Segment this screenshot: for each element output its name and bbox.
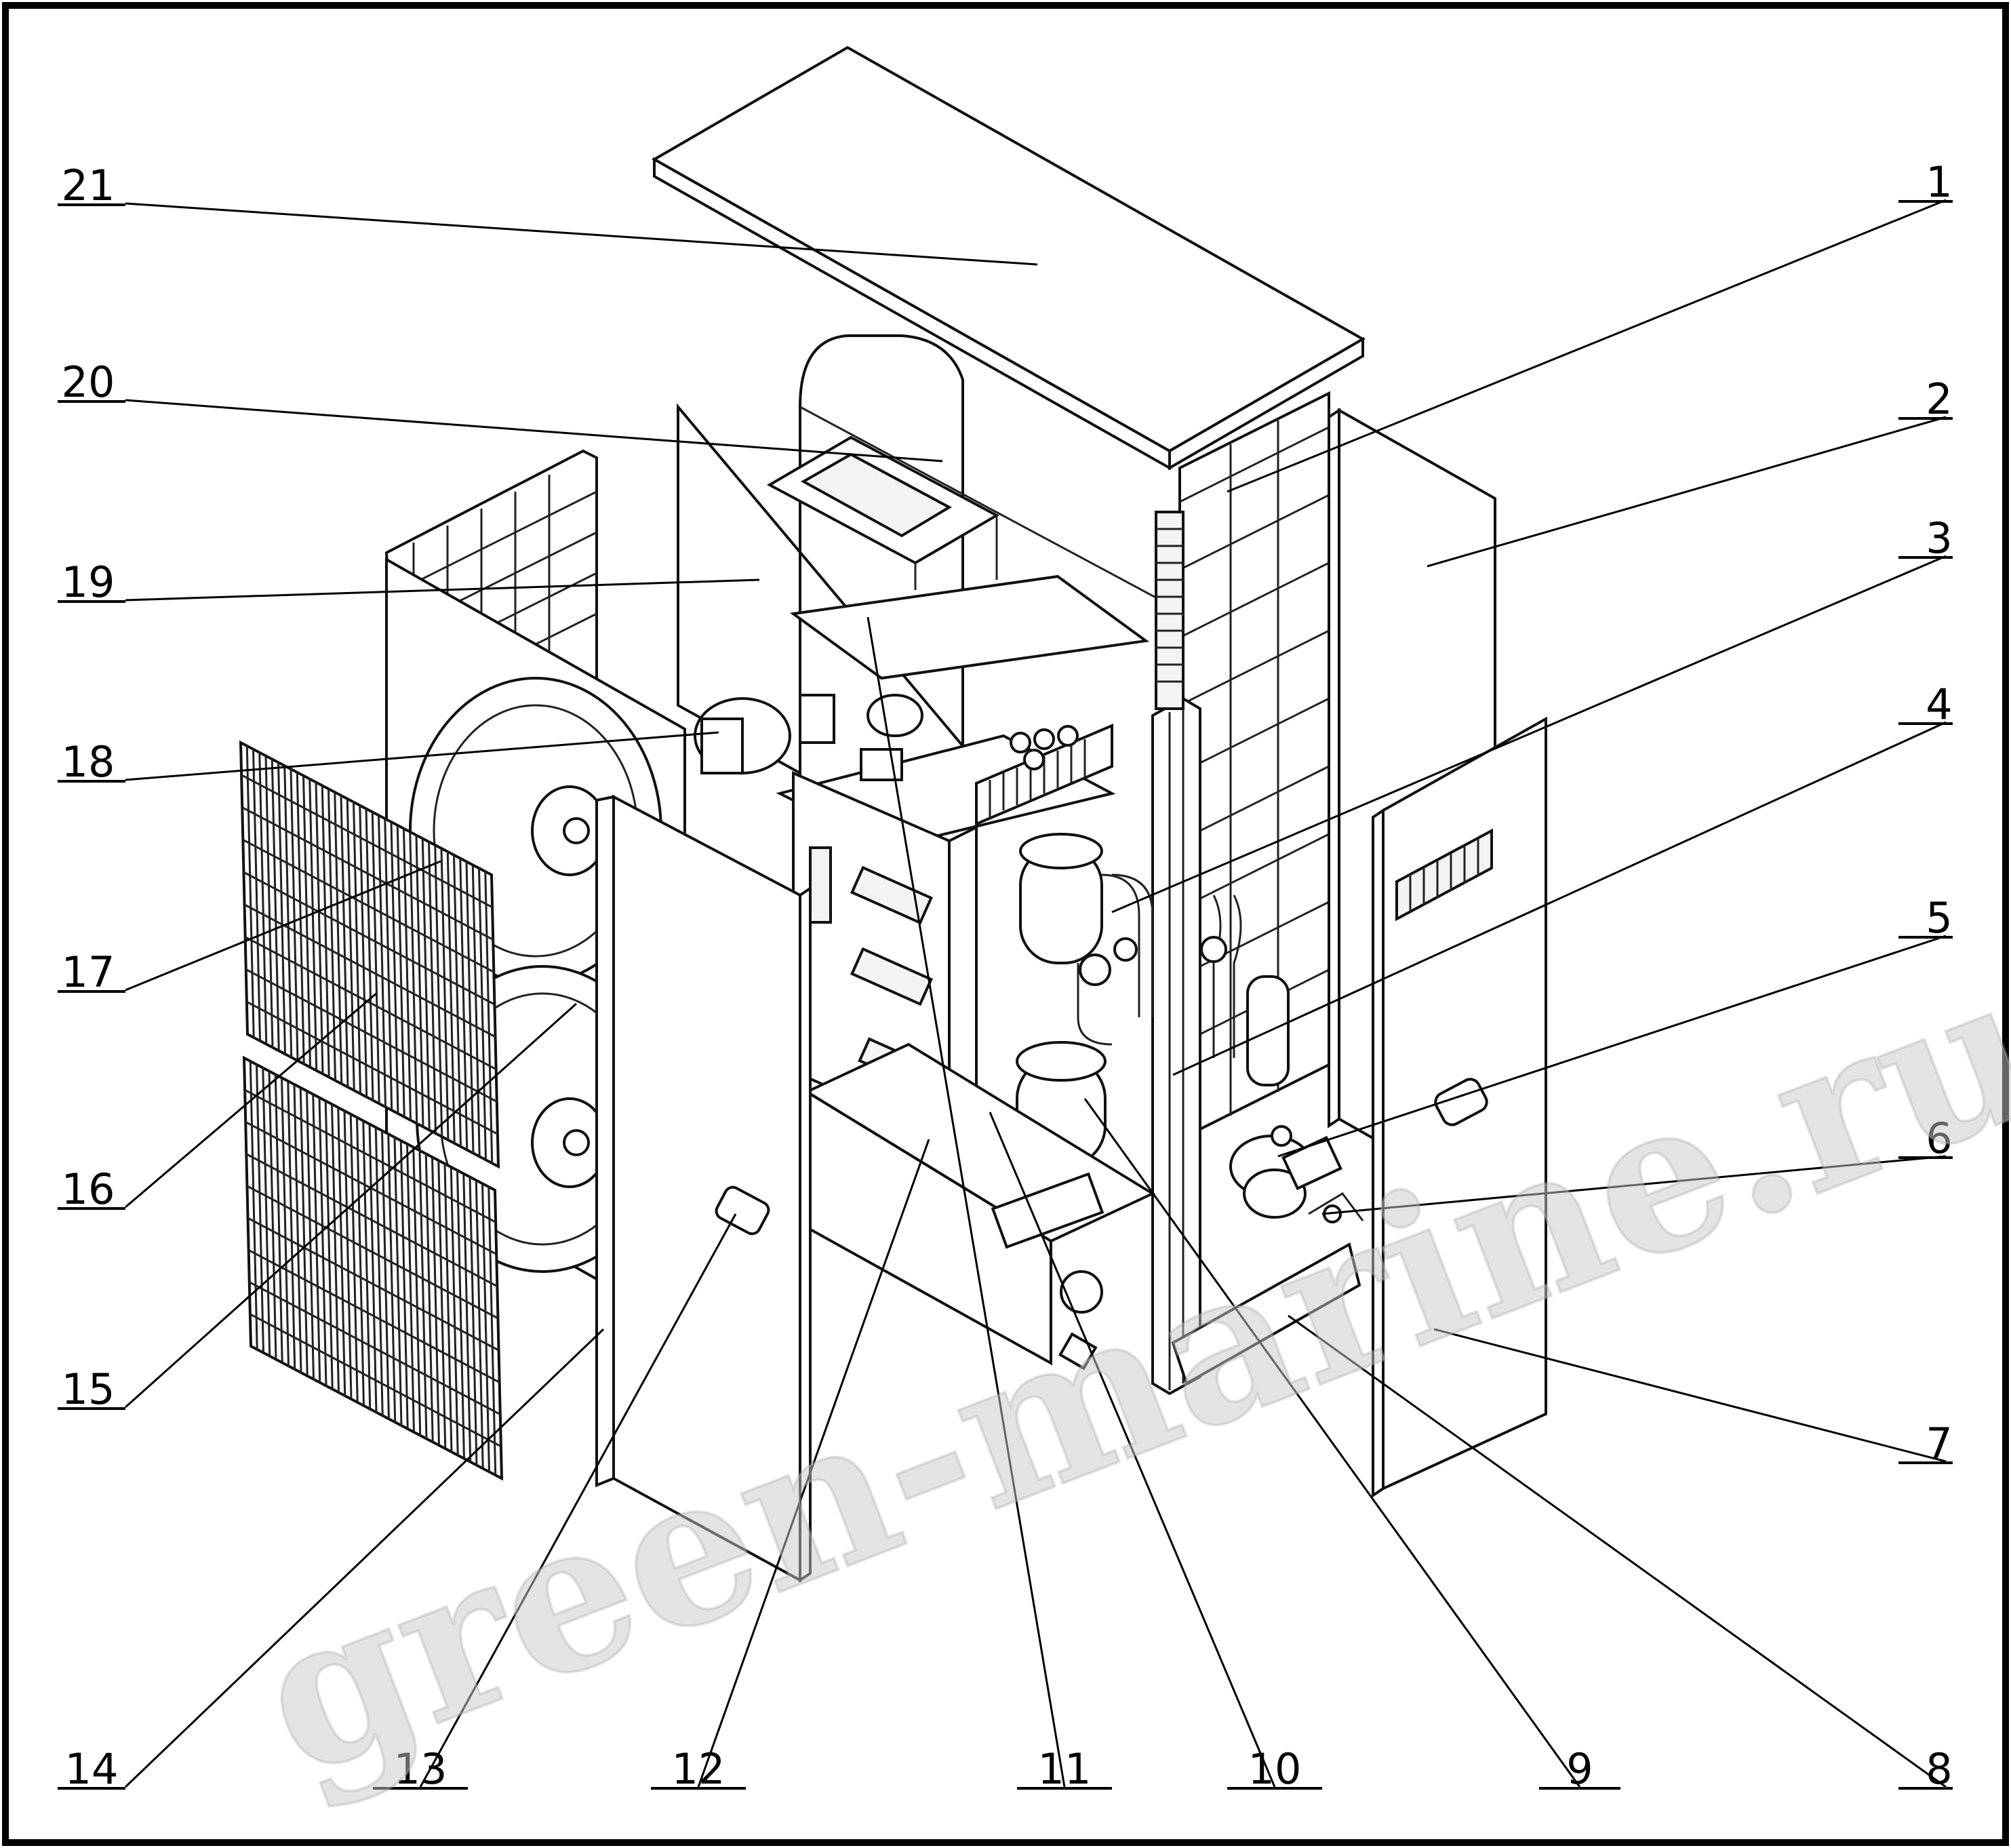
callout-2: 2 bbox=[1926, 374, 1952, 424]
callout-5: 5 bbox=[1926, 893, 1952, 943]
callout-20: 20 bbox=[62, 357, 115, 407]
callout-21: 21 bbox=[62, 161, 115, 210]
callout-3: 3 bbox=[1926, 513, 1952, 563]
transformer bbox=[867, 694, 923, 737]
drain-tray bbox=[991, 1172, 1104, 1249]
control-box bbox=[776, 574, 1150, 850]
vent-slots bbox=[1395, 828, 1493, 922]
callout-1: 1 bbox=[1926, 157, 1952, 207]
top-cover bbox=[651, 45, 1366, 471]
callout-18: 18 bbox=[62, 737, 115, 787]
upper-fan-guard bbox=[239, 740, 500, 1169]
callout-15: 15 bbox=[62, 1364, 115, 1414]
front-left-panel bbox=[595, 794, 812, 1583]
left-panel-handle bbox=[715, 1185, 770, 1236]
relay bbox=[799, 694, 835, 744]
base-pan bbox=[803, 1042, 1361, 1385]
callout-19: 19 bbox=[62, 557, 115, 607]
lower-fan-guard bbox=[242, 1055, 504, 1481]
callout-16: 16 bbox=[62, 1164, 115, 1214]
terminal-strip bbox=[1155, 511, 1184, 710]
callout-6: 6 bbox=[1926, 1114, 1952, 1163]
callout-7: 7 bbox=[1926, 1419, 1952, 1468]
contactor bbox=[860, 748, 903, 781]
refrigerant-piping bbox=[1077, 873, 1290, 1086]
callout-13: 13 bbox=[394, 1744, 447, 1794]
fan-motor bbox=[694, 697, 791, 774]
drain-fitting bbox=[1060, 1270, 1103, 1314]
callout-labels: 1 2 3 4 5 6 7 8 9 10 11 12 13 14 15 16 1… bbox=[58, 157, 1953, 1794]
compressor bbox=[1016, 833, 1107, 1168]
callout-17: 17 bbox=[62, 947, 115, 997]
callout-9: 9 bbox=[1566, 1744, 1593, 1794]
callout-8: 8 bbox=[1926, 1744, 1952, 1794]
back-frame bbox=[677, 334, 1180, 776]
leader-lines bbox=[124, 199, 1947, 1788]
callout-11: 11 bbox=[1038, 1744, 1092, 1794]
callout-12: 12 bbox=[672, 1744, 725, 1794]
callout-10: 10 bbox=[1248, 1744, 1302, 1794]
callout-14: 14 bbox=[65, 1744, 119, 1794]
callout-4: 4 bbox=[1926, 680, 1952, 729]
